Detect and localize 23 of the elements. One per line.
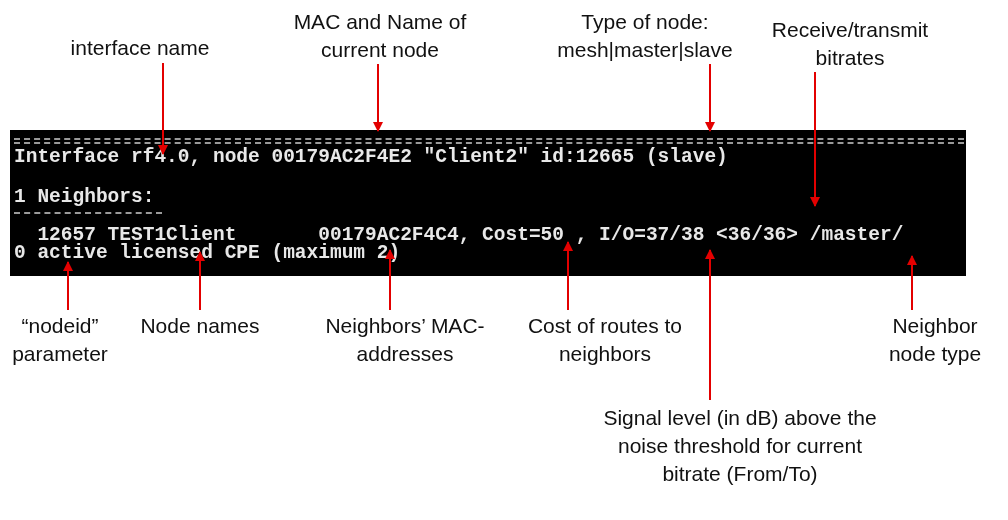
leader-line <box>158 62 168 155</box>
annotation-label: Node names <box>140 312 260 340</box>
leader-line <box>563 241 573 311</box>
leader-line <box>705 249 715 401</box>
annotation-label: Type of node: mesh|master|slave <box>530 8 760 64</box>
leader-line <box>385 249 395 311</box>
leader-line <box>195 251 205 311</box>
annotation-label: Cost of routes to neighbors <box>510 312 700 368</box>
leader-line <box>63 261 73 311</box>
leader-line <box>705 63 715 132</box>
annotation-label: Neighbors’ MAC-addresses <box>310 312 500 368</box>
terminal-text: Interface rf4.0, node 00179AC2F4E2 "Client2" id:12665 (slave) <box>14 147 728 167</box>
annotation-label: Signal level (in dB) above the noise threshold for current bitrate (From/To) <box>600 404 880 488</box>
terminal-text: 1 Neighbors: <box>14 187 155 207</box>
annotation-label: Receive/transmit bitrates <box>760 16 940 72</box>
leader-line <box>810 71 820 207</box>
annotation-label: “nodeid” parameter <box>0 312 120 368</box>
terminal-screen <box>10 130 966 276</box>
annotation-label: interface name <box>20 34 260 62</box>
leader-line <box>907 255 917 311</box>
annotation-label: Neighbor node type <box>870 312 1000 368</box>
leader-line <box>373 63 383 132</box>
annotation-label: MAC and Name of current node <box>270 8 490 64</box>
